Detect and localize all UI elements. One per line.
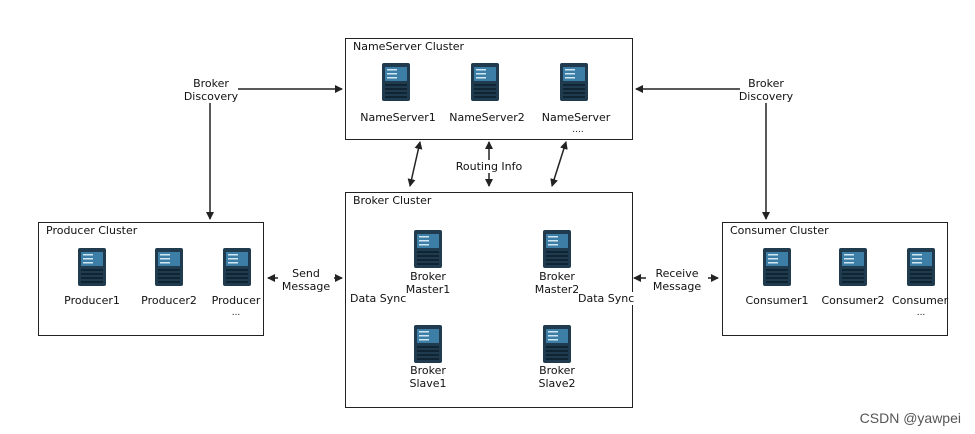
server-rack-icon (543, 230, 571, 268)
data-sync-left-label: Data Sync (350, 292, 407, 305)
consumer-cluster-title: Consumer Cluster (730, 224, 829, 237)
producer2-label: Producer2 (141, 294, 197, 307)
broker-master2-label: Broker Master2 (534, 270, 580, 296)
consumer1-label: Consumer1 (745, 294, 809, 307)
producer1-label: Producer1 (64, 294, 120, 307)
nameserver-ellipsis: .... (572, 125, 584, 135)
server-rack-icon (223, 248, 251, 286)
consumer-ellipsis: ... (916, 308, 926, 318)
receive-message-label: Receive Message (646, 267, 708, 293)
server-rack-icon (382, 63, 410, 101)
nameserver-cluster-title: NameServer Cluster (353, 40, 465, 53)
producer-cluster-title: Producer Cluster (46, 224, 138, 237)
routing-info-label: Routing Info (450, 160, 528, 173)
server-rack-icon (560, 63, 588, 101)
broker-slave2-label: Broker Slave2 (538, 364, 576, 390)
server-rack-icon (907, 248, 935, 286)
send-message-label: Send Message (278, 267, 334, 293)
broker-slave1-label: Broker Slave1 (409, 364, 447, 390)
producer3-label: Producer (211, 294, 261, 307)
arrow-ns-broker-3 (550, 141, 568, 187)
producer-ellipsis: ... (231, 308, 241, 318)
server-rack-icon (839, 248, 867, 286)
server-rack-icon (763, 248, 791, 286)
nameserver2-label: NameServer2 (449, 111, 525, 124)
arrow-ns-broker-1 (407, 141, 423, 187)
nameserver1-label: NameServer1 (360, 111, 436, 124)
server-rack-icon (78, 248, 106, 286)
server-rack-icon (155, 248, 183, 286)
broker-discovery-right-label: Broker Discovery (738, 77, 794, 103)
consumer3-label: Consumer (892, 294, 949, 307)
broker-discovery-left-label: Broker Discovery (183, 77, 239, 103)
data-sync-right-label: Data Sync (578, 292, 635, 305)
server-rack-icon (543, 325, 571, 363)
broker-master1-label: Broker Master1 (405, 270, 451, 296)
consumer2-label: Consumer2 (821, 294, 885, 307)
nameserver3-label: NameServer (541, 111, 611, 124)
server-rack-icon (471, 63, 499, 101)
server-rack-icon (414, 230, 442, 268)
watermark: CSDN @yawpei (859, 410, 961, 426)
broker-cluster-title: Broker Cluster (353, 194, 432, 207)
server-rack-icon (414, 325, 442, 363)
